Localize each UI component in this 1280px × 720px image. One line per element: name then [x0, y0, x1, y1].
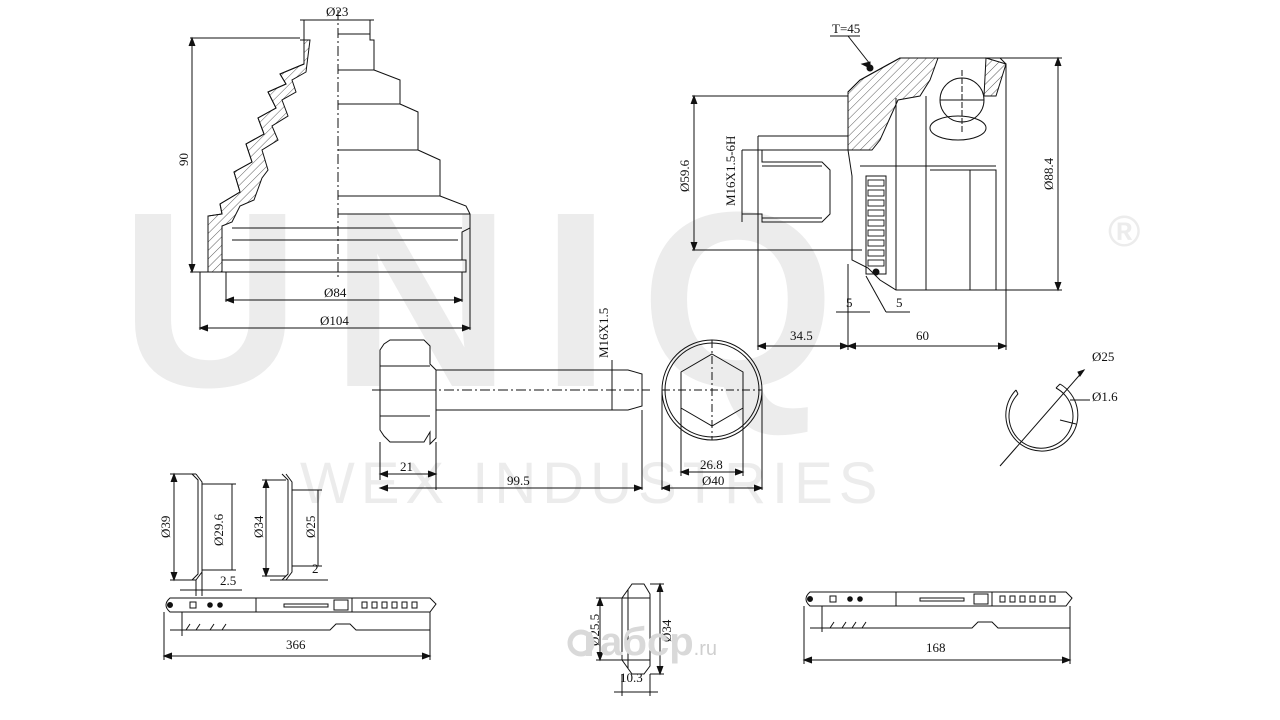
circlip-drawing [999, 369, 1090, 467]
nut-flange-diameter-label: Ø40 [702, 473, 725, 488]
bolt-head-length-label: 21 [400, 459, 413, 474]
site-logo-name: aбcp [600, 620, 694, 664]
joint-shaft-length-label: 34.5 [790, 328, 813, 343]
site-logo-icon [567, 629, 595, 657]
clamp-large-inner-diameter-label: Ø29.6 [211, 513, 226, 546]
band-left-drawing [162, 597, 437, 660]
clamp-small-inner-diameter-label: Ø25 [303, 515, 318, 538]
joint-outer-diameter-label: Ø88.4 [1041, 157, 1056, 190]
joint-ring-gap-2-label: 5 [896, 295, 903, 310]
band-left-length-label: 366 [286, 637, 306, 652]
band-right-length-label: 168 [926, 640, 946, 655]
joint-thickness-label: T=45 [832, 21, 861, 36]
clamp-small-outer-diameter-label: Ø34 [251, 515, 266, 538]
circlip-wire-diameter-label: Ø1.6 [1092, 389, 1118, 404]
boot-mid-diameter-label: Ø84 [324, 285, 347, 300]
clamp-large-drawing [170, 472, 242, 596]
bolt-total-length-label: 99.5 [507, 473, 530, 488]
clamp-large-outer-diameter-label: Ø39 [158, 515, 173, 538]
joint-ring-gap-1-label: 5 [846, 295, 853, 310]
washer-drawing [596, 582, 664, 696]
boot-bottom-diameter-label: Ø104 [320, 313, 349, 328]
clamp-large-width-label: 2.5 [220, 573, 237, 588]
bolt-drawing [372, 339, 650, 492]
site-logo: aбcp.ru [600, 622, 717, 662]
joint-drawing [690, 35, 1062, 350]
clamp-small-drawing [262, 473, 328, 581]
watermark-subtitle: WEX INDUSTRIES [300, 451, 884, 516]
boot-top-diameter-label: Ø23 [326, 4, 349, 19]
joint-shaft-diameter-label: Ø59.6 [677, 159, 692, 192]
nut-drawing [660, 339, 764, 492]
washer-width-label: 10.3 [620, 670, 643, 685]
bolt-thread-label: M16X1.5 [596, 307, 611, 358]
boot-height-label: 90 [176, 153, 191, 166]
boot-drawing [188, 10, 472, 332]
watermark-registered-mark: ® [1108, 207, 1141, 256]
joint-thread-label: M16X1.5-6H [723, 135, 738, 206]
nut-across-flats-label: 26.8 [700, 457, 723, 472]
clamp-small-width-label: 2 [312, 561, 319, 576]
band-right-drawing [802, 591, 1073, 664]
site-logo-tld: .ru [693, 638, 717, 660]
circlip-ring-diameter-label: Ø25 [1092, 349, 1115, 364]
joint-body-length-label: 60 [916, 328, 929, 343]
